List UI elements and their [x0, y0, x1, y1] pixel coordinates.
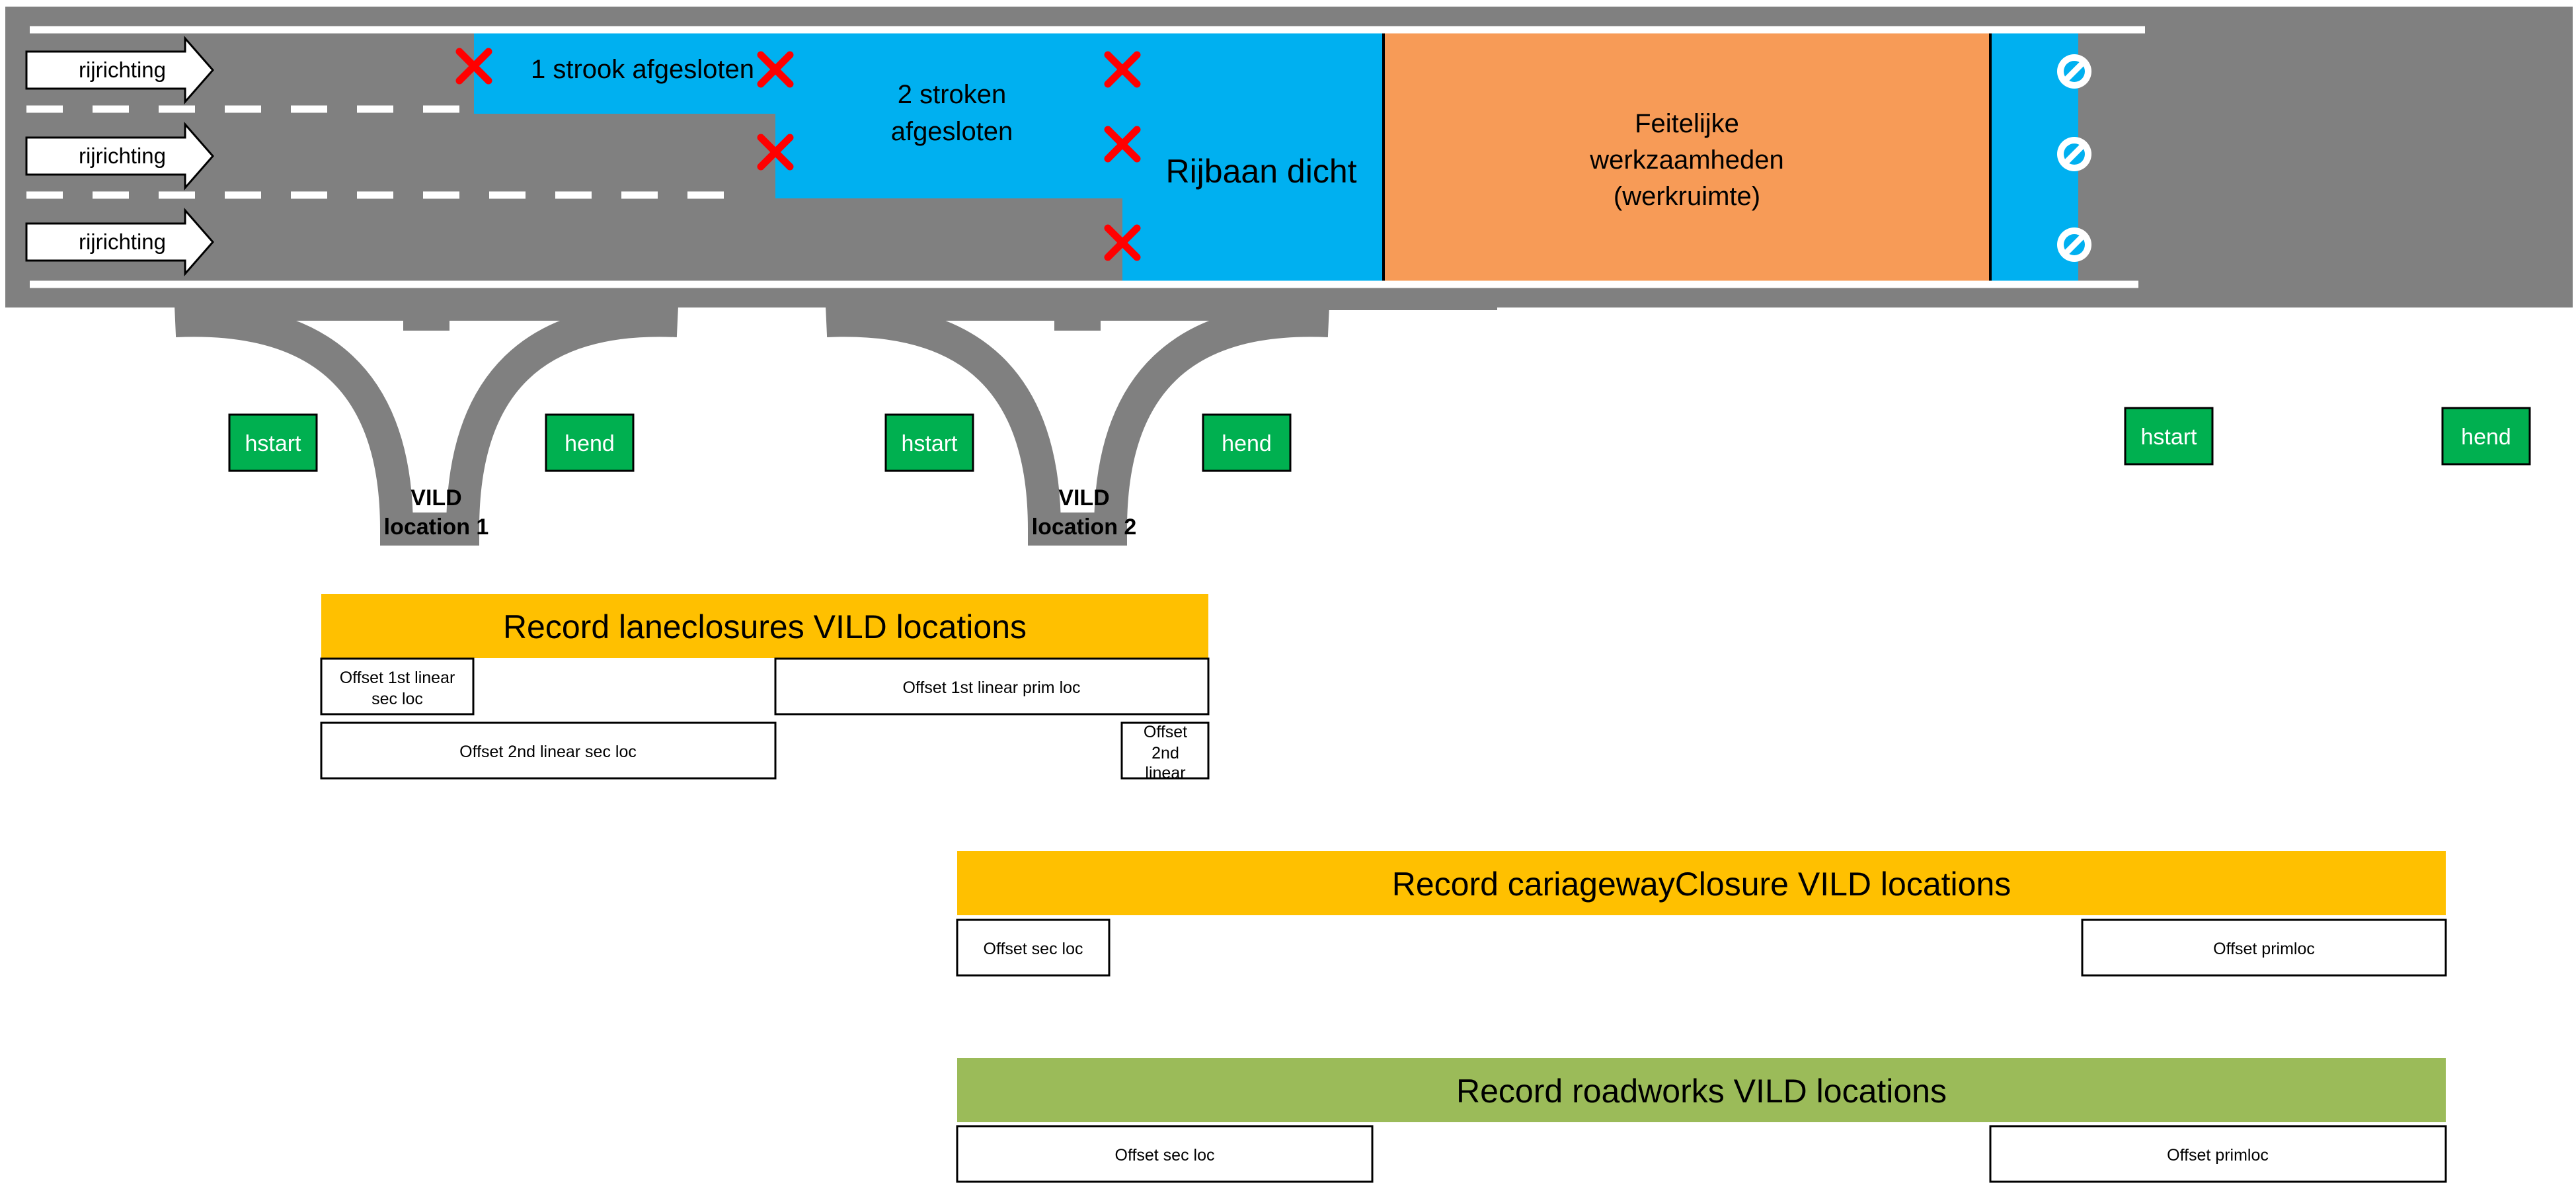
svg-text:sec loc: sec loc [371, 690, 423, 708]
work-area-label-line1: Feitelijke [1635, 109, 1739, 138]
svg-text:hend: hend [2461, 425, 2511, 450]
arrow-right-icon [25, 36, 214, 104]
record-carriageway-header [957, 851, 2446, 915]
roadworks-offset-primloc [1989, 1125, 2447, 1183]
offset-1st-linear-sec-loc [320, 657, 475, 716]
hstart-marker-2: hstart [884, 413, 974, 472]
vild-location-1-line2: location 1 [384, 514, 489, 540]
svg-text:hstart: hstart [2140, 425, 2197, 450]
no-entry-icon [2057, 137, 2091, 171]
direction-label: rijrichting [79, 144, 166, 168]
carriageway-offset-primloc [2081, 919, 2447, 977]
svg-text:hstart: hstart [901, 431, 958, 456]
hstart-marker-3: hstart [2124, 407, 2214, 466]
offset-2nd-linear-prim-loc [1120, 721, 1210, 780]
svg-text:2nd: 2nd [1151, 744, 1179, 762]
roadworks-offset-sec-loc [956, 1125, 1374, 1183]
hend-marker-2: hend [1202, 413, 1292, 472]
work-area-label-line3: (werkruimte) [1614, 182, 1760, 211]
zone-one-lane-label: 1 strook afgesloten [531, 55, 754, 84]
svg-text:Offset 2nd linear sec loc: Offset 2nd linear sec loc [459, 743, 637, 761]
record-carriageway-closure: Record cariagewayClosure VILD locations … [956, 851, 2447, 977]
zone-carriageway-label: Rijbaan dicht [1165, 153, 1356, 190]
no-entry-icon [2057, 227, 2091, 262]
vild-location-2-line2: location 2 [1032, 514, 1137, 540]
svg-text:Offset primloc: Offset primloc [2213, 940, 2315, 958]
record-roadworks-header [957, 1058, 2446, 1122]
svg-text:Offset 1st linear prim loc: Offset 1st linear prim loc [902, 678, 1080, 697]
arrow-right-icon [25, 122, 214, 190]
work-area-label-line2: werkzaamheden [1589, 145, 1784, 175]
svg-text:hend: hend [1222, 431, 1272, 456]
offset-2nd-linear-sec-loc [320, 721, 777, 780]
direction-arrow-lane-1: rijrichting [25, 36, 214, 104]
svg-text:Offset sec loc: Offset sec loc [1115, 1146, 1215, 1165]
record-laneclosures-title: Record laneclosures VILD locations [503, 608, 1027, 645]
hstart-marker-1: hstart [228, 413, 318, 472]
hend-marker-3: hend [2441, 407, 2531, 466]
direction-label: rijrichting [79, 58, 166, 82]
record-carriageway-title: Record cariagewayClosure VILD locations [1392, 866, 2011, 903]
ramp-location-2 [825, 301, 1330, 546]
svg-text:Offset: Offset [1144, 723, 1187, 741]
svg-text:linear: linear [1145, 764, 1185, 782]
direction-label: rijrichting [79, 229, 166, 254]
direction-arrow-lane-3: rijrichting [25, 208, 214, 276]
svg-text:hend: hend [565, 431, 615, 456]
svg-text:Offset primloc: Offset primloc [2167, 1146, 2269, 1165]
ramp-location-1 [174, 301, 679, 546]
direction-arrow-lane-2: rijrichting [25, 122, 214, 190]
closure-carriageway [1122, 33, 1384, 281]
hend-marker-1: hend [545, 413, 635, 472]
zone-two-lanes-label-line2: afgesloten [891, 117, 1013, 146]
carriageway-offset-sec-loc [956, 919, 1111, 977]
vild-location-2-line1: VILD [1058, 485, 1109, 511]
closure-two-lanes [775, 33, 1122, 198]
record-roadworks: Record roadworks VILD locations Offset s… [956, 1058, 2447, 1183]
offset-1st-linear-prim-loc [774, 657, 1210, 716]
zone-two-lanes-label-line1: 2 stroken [898, 80, 1007, 109]
record-roadworks-title: Record roadworks VILD locations [1456, 1073, 1947, 1110]
closure-one-lane [474, 33, 775, 114]
work-area [1384, 33, 1990, 281]
svg-text:hstart: hstart [245, 431, 301, 456]
arrow-right-icon [25, 208, 214, 276]
svg-text:Offset sec loc: Offset sec loc [984, 940, 1083, 958]
road: rijrichting rijrichting rijrichting 1 st… [5, 7, 2573, 546]
no-entry-icon [2057, 54, 2091, 89]
svg-text:Offset 1st linear: Offset 1st linear [340, 669, 455, 687]
record-laneclosures: Record laneclosures VILD locations Offse… [320, 594, 1210, 782]
record-laneclosures-header [321, 594, 1208, 658]
vild-location-1-line1: VILD [410, 485, 461, 511]
